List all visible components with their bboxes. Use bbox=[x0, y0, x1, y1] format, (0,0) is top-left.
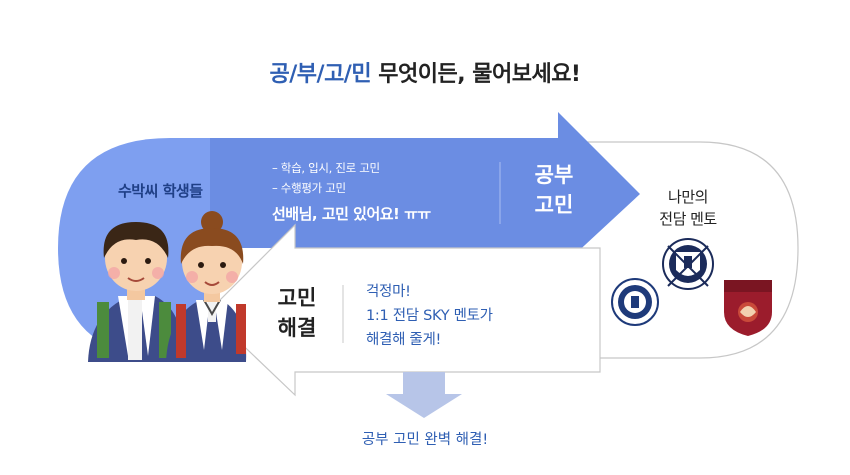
concern-line-1: – 학습, 입시, 진로 고민 bbox=[272, 161, 380, 175]
student-boy-illustration bbox=[88, 222, 183, 362]
answer-line-2: 1:1 전담 SKY 멘토가 bbox=[366, 308, 493, 324]
headline-rest: 무엇이든, 물어보세요! bbox=[371, 62, 581, 87]
students-label: 수박씨 학생들 bbox=[118, 182, 203, 200]
university-seal-blue-round bbox=[611, 278, 659, 326]
resolve-tag-line-1: 고민 bbox=[277, 286, 317, 310]
concern-arrow bbox=[210, 112, 640, 270]
concern-tag-line-2: 고민 bbox=[534, 193, 574, 217]
down-arrow bbox=[386, 372, 462, 418]
concern-tag-line-1: 공부 bbox=[534, 163, 574, 187]
concern-main-text: 선배님, 고민 있어요! ㅠㅠ bbox=[272, 205, 431, 223]
university-seal-navy-badge bbox=[662, 238, 714, 290]
resolve-arrow bbox=[207, 223, 601, 397]
answer-line-3: 해결해 줄게! bbox=[366, 332, 442, 348]
footer-text: 공부 고민 완벽 해결! bbox=[361, 432, 489, 448]
mentor-label: 나만의 전담 멘토 bbox=[628, 186, 748, 230]
university-seal-crimson-shield bbox=[724, 280, 772, 336]
headline-accent: 공/부/고/민 bbox=[269, 62, 372, 87]
concern-tag: 공부 고민 bbox=[522, 160, 586, 220]
resolve-tag: 고민 해결 bbox=[262, 283, 332, 343]
answer-line-1: 걱정마! bbox=[366, 284, 411, 300]
concern-line-2: – 수행평가 고민 bbox=[272, 181, 346, 195]
mentor-label-line-2: 전담 멘토 bbox=[659, 210, 717, 228]
headline: 공/부/고/민 무엇이든, 물어보세요! bbox=[0, 56, 850, 88]
student-girl-illustration bbox=[166, 211, 247, 362]
mentor-label-line-1: 나만의 bbox=[668, 188, 708, 206]
resolve-tag-line-2: 해결 bbox=[277, 316, 317, 340]
